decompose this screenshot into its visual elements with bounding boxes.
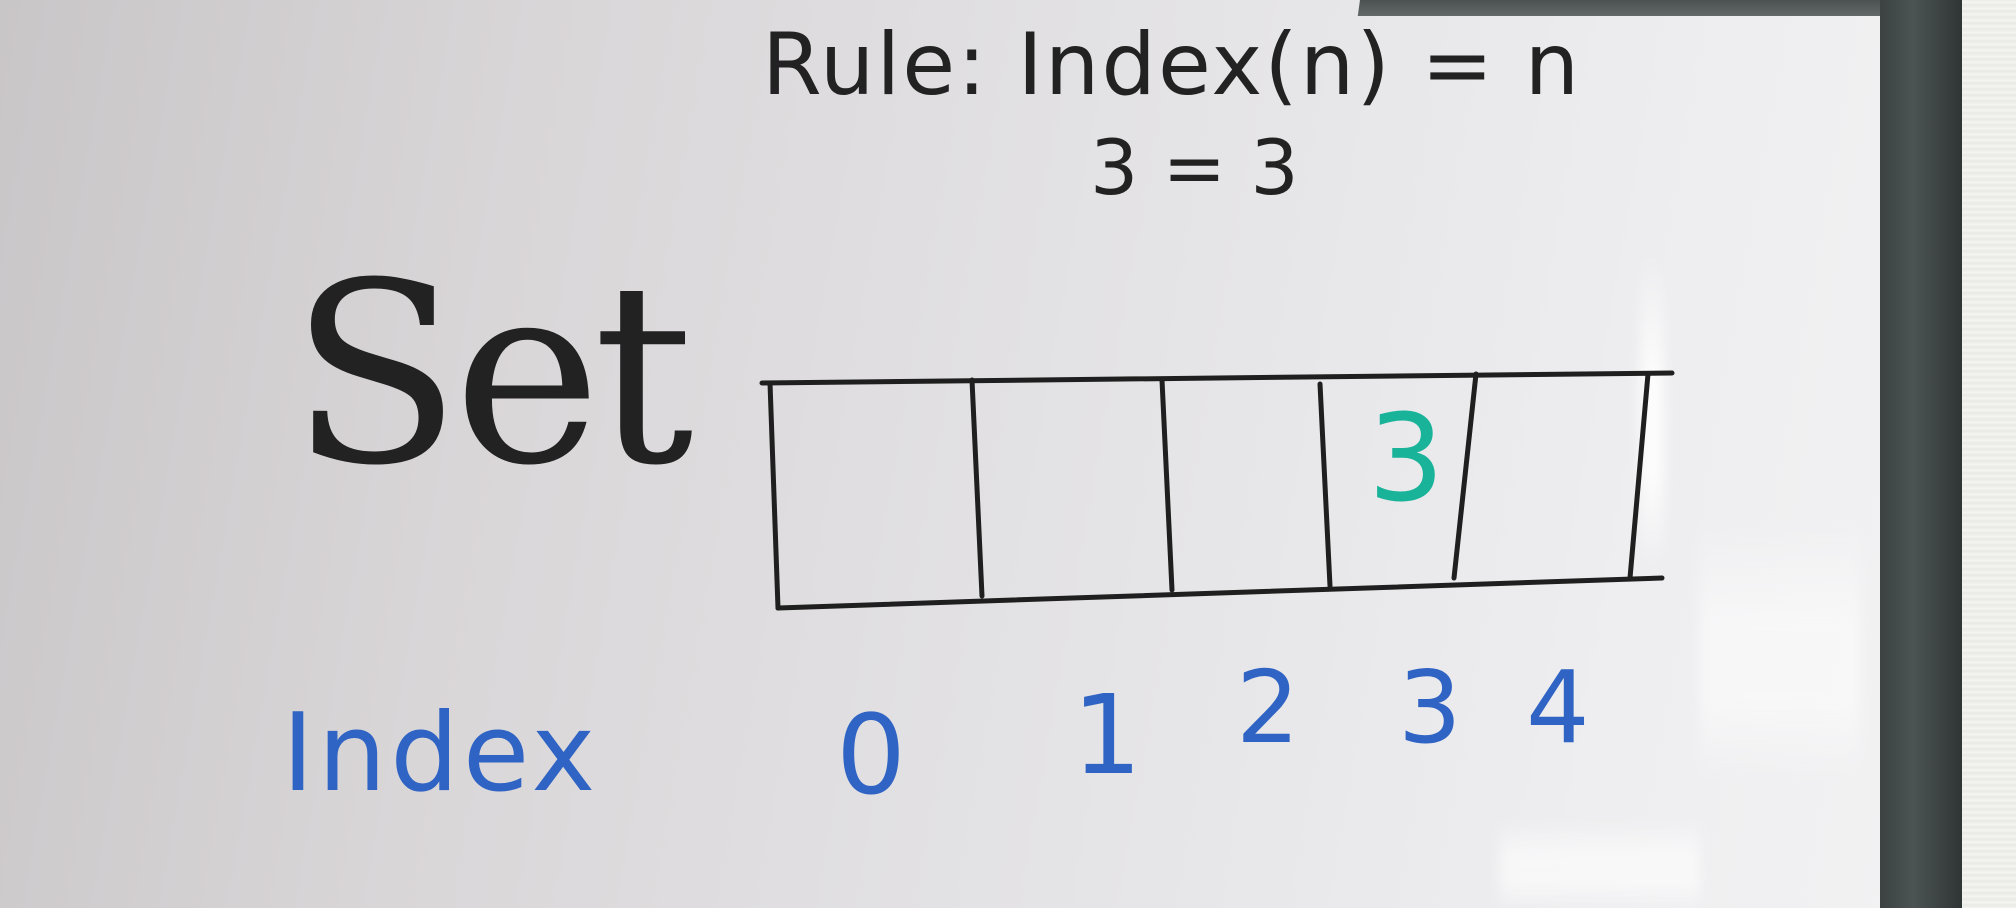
index-3: 3: [1398, 649, 1462, 766]
rule-text: Rule: Index(n) = n: [762, 15, 1582, 115]
index-4: 4: [1526, 649, 1590, 766]
cell-divider: [1317, 381, 1333, 589]
array-cell-3-value: 3: [1368, 390, 1445, 529]
cell-divider: [969, 377, 985, 599]
light-glare: [1700, 520, 1860, 780]
array-bottom-edge: [775, 575, 1665, 611]
array-top-edge: [759, 370, 1675, 386]
index-1: 1: [1072, 671, 1142, 799]
index-0: 0: [836, 691, 906, 819]
equation-text: 3 = 3: [1090, 123, 1299, 212]
cell-divider: [1159, 377, 1175, 593]
array-left-edge: [767, 380, 781, 611]
wall: [1962, 0, 2016, 908]
array-right-edge: [1627, 371, 1651, 581]
set-label: Set: [290, 229, 694, 520]
light-glare: [1500, 820, 1700, 908]
board-frame-right: [1880, 0, 1962, 908]
index-2: 2: [1236, 649, 1300, 766]
index-label: Index: [282, 691, 600, 816]
array-box: [759, 370, 1675, 611]
cell-divider: [1451, 371, 1479, 581]
